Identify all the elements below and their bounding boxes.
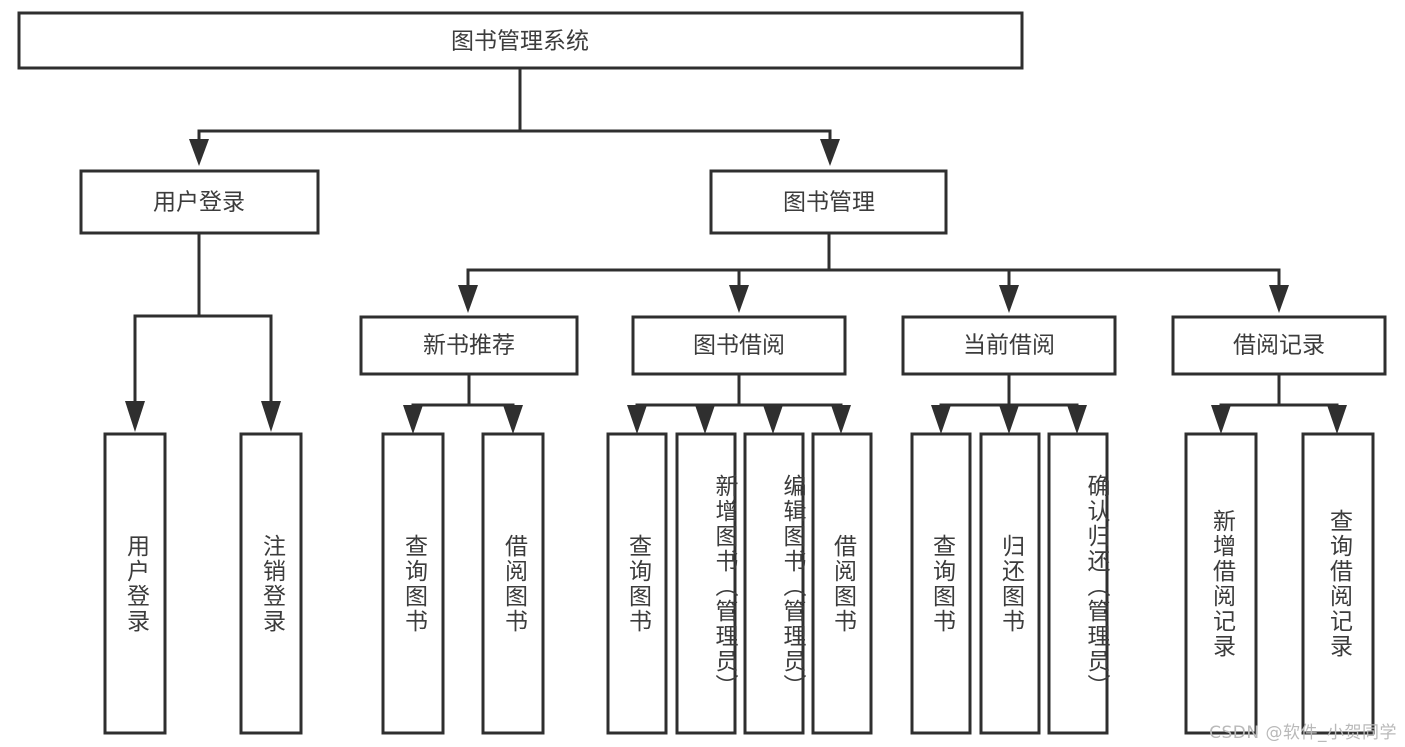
arrowhead-new-book-recommend	[458, 285, 478, 313]
leaf-box-return-book[interactable]	[979, 432, 1041, 735]
leaf-box-logout-login[interactable]	[239, 432, 303, 735]
node-user-login-label: 用户登录	[153, 190, 245, 216]
csdn-watermark: CSDN @软件_小贺同学	[1209, 723, 1397, 743]
node-root-label: 图书管理系统	[451, 29, 589, 55]
arrowhead-query-book-1	[403, 405, 423, 434]
node-root[interactable]	[17, 11, 1024, 70]
node-borrow-record[interactable]	[1171, 315, 1387, 376]
arrowhead-leaf-user-login	[125, 401, 145, 432]
node-current-borrow-label: 当前借阅	[963, 333, 1055, 359]
node-new-book-recommend[interactable]	[359, 315, 579, 376]
leaf-box-query-book-1[interactable]	[381, 432, 445, 735]
node-current-borrow[interactable]	[901, 315, 1117, 376]
arrowhead-current-borrow	[999, 285, 1019, 313]
leaf-box-query-borrow-record[interactable]	[1301, 432, 1375, 735]
arrowhead-return-book	[999, 405, 1019, 434]
arrowhead-borrow-book-1	[503, 405, 523, 434]
arrowhead-edit-book-admin	[763, 405, 783, 434]
node-borrow-record-label: 借阅记录	[1233, 333, 1325, 359]
leaf-box-borrow-book-1[interactable]	[481, 432, 545, 735]
arrowhead-confirm-return-admin	[1067, 405, 1087, 434]
arrowhead-add-book-admin	[695, 405, 715, 434]
leaf-box-borrow-book-2[interactable]	[811, 432, 873, 735]
node-book-management[interactable]	[709, 169, 948, 235]
arrowhead-borrow-record	[1269, 285, 1289, 313]
node-new-book-recommend-label: 新书推荐	[423, 333, 515, 359]
leaf-box-confirm-return-admin[interactable]	[1047, 432, 1109, 735]
arrowhead-query-book-3	[931, 405, 951, 434]
leaf-box-edit-book-admin[interactable]	[743, 432, 805, 735]
leaf-box-user-login[interactable]	[103, 432, 167, 735]
arrowhead-book-management	[820, 139, 840, 166]
arrowhead-borrow-book-2	[831, 405, 851, 434]
leaf-box-add-borrow-record[interactable]	[1184, 432, 1258, 735]
node-book-borrow[interactable]	[631, 315, 847, 376]
node-book-borrow-label: 图书借阅	[693, 333, 785, 359]
arrowhead-query-borrow-record	[1327, 405, 1347, 434]
node-book-management-label: 图书管理	[783, 190, 875, 216]
leaf-box-query-book-3[interactable]	[910, 432, 972, 735]
arrowhead-add-borrow-record	[1211, 405, 1231, 434]
leaf-box-add-book-admin[interactable]	[675, 432, 737, 735]
arrowhead-book-borrow	[729, 285, 749, 313]
arrowhead-user-login	[189, 139, 209, 166]
arrowhead-query-book-2	[627, 405, 647, 434]
arrowhead-leaf-logout	[261, 401, 281, 432]
leaf-box-query-book-2[interactable]	[606, 432, 668, 735]
